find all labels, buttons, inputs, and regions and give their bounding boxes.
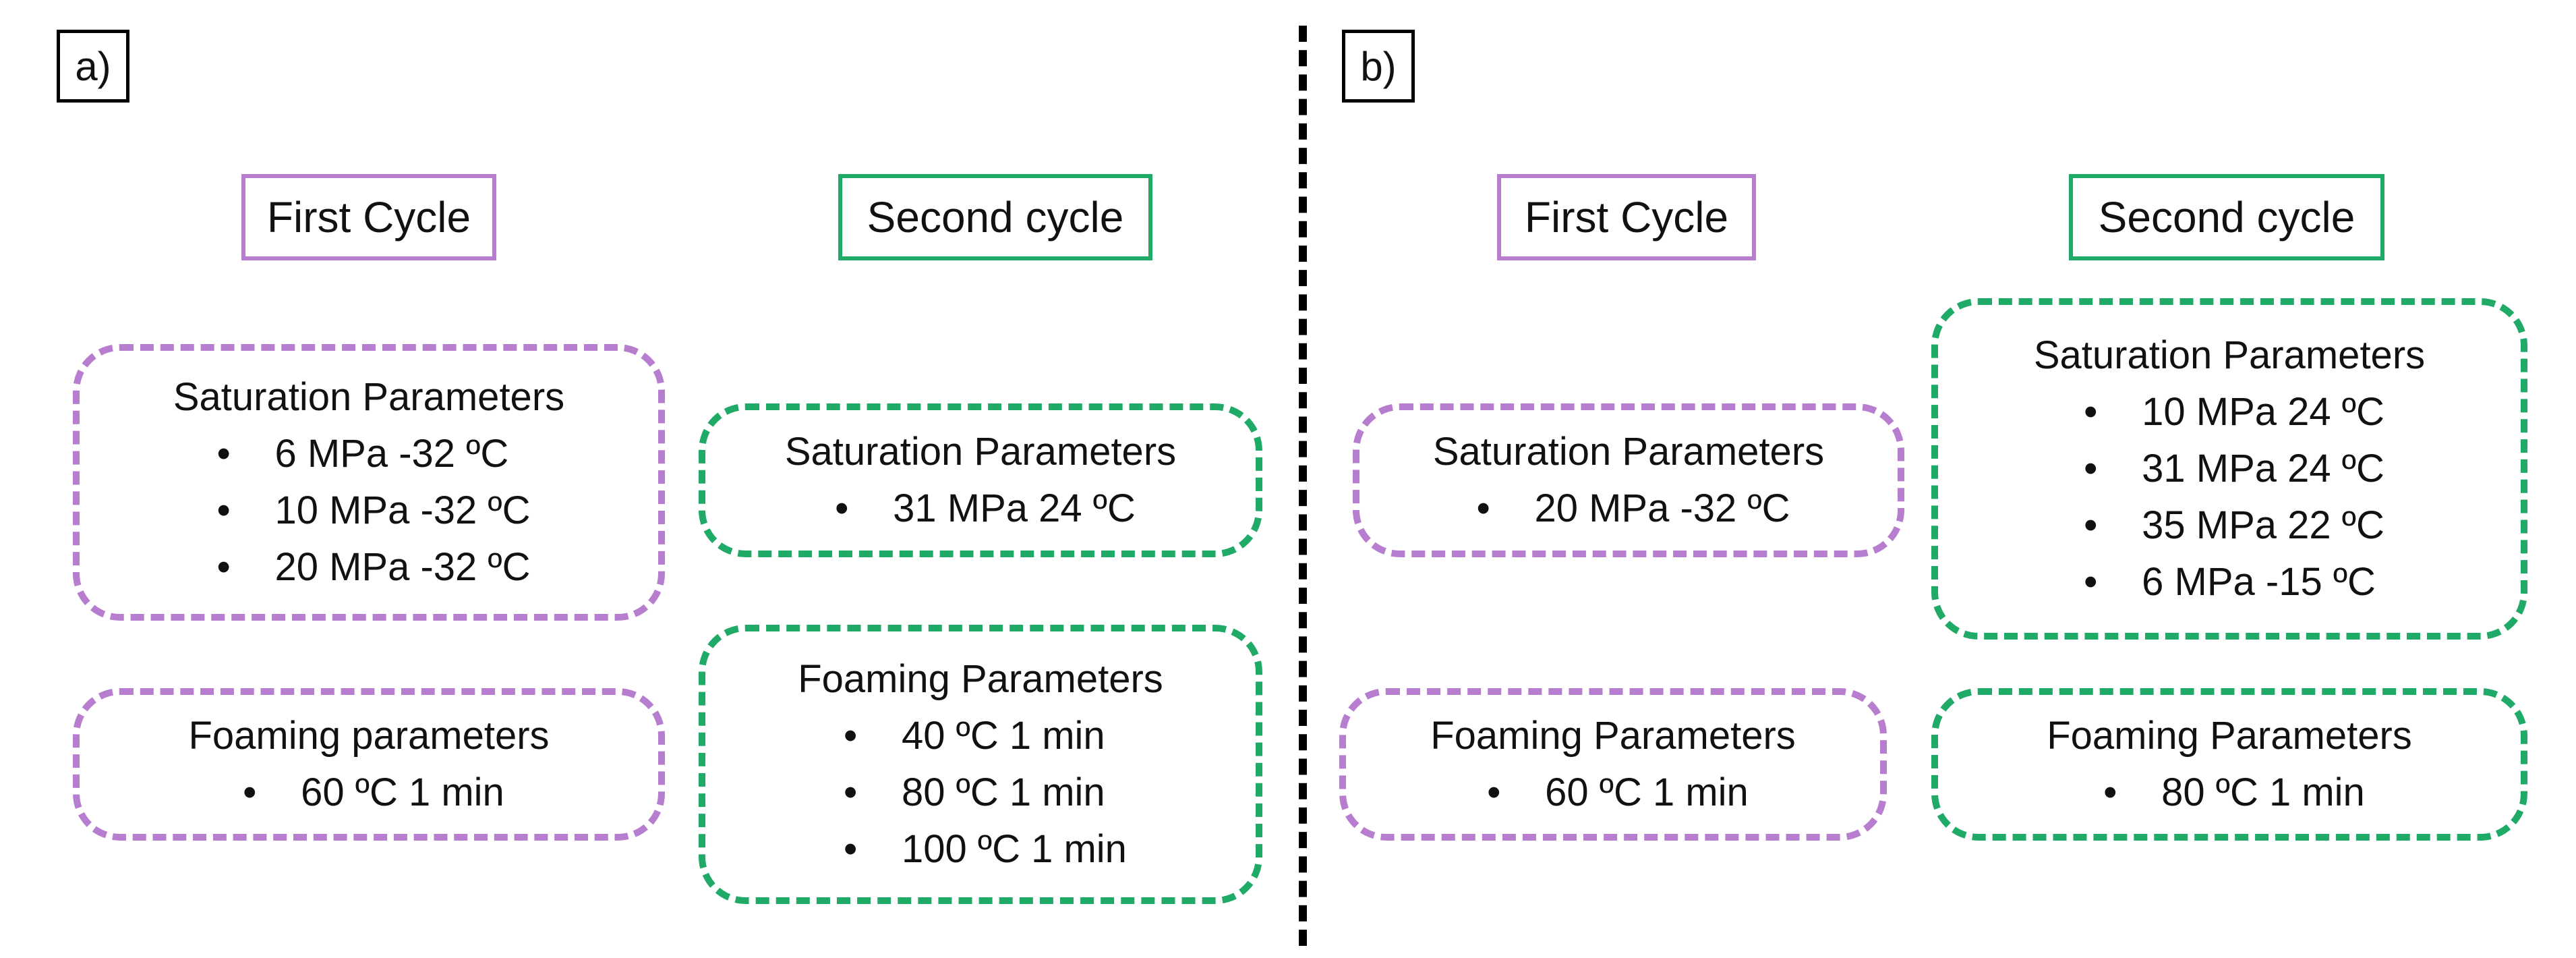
- bullet-icon: •: [216, 488, 231, 532]
- param-list-item: • 60 ºC 1 min: [233, 764, 504, 821]
- param-list-item: • 20 MPa -32 ºC: [207, 539, 530, 596]
- panel-b-first-cycle-title: First Cycle: [1497, 174, 1756, 260]
- bullet-icon: •: [844, 827, 858, 871]
- param-list: •10 MPa 24 ºC•31 MPa 24 ºC•35 MPa 22 ºC•…: [2074, 384, 2384, 611]
- bullet-icon: •: [2103, 770, 2117, 814]
- panel-a-second-foaming-box: Foaming Parameters • 40 ºC 1 min • 80 ºC 1 …: [699, 625, 1262, 904]
- box-heading: Saturation Parameters: [1432, 430, 1825, 474]
- bullet-icon: •: [1487, 770, 1501, 814]
- bullet-icon: •: [216, 545, 231, 589]
- param-value: 10 MPa 24 ºC: [2142, 390, 2384, 434]
- bullet-icon: •: [844, 714, 858, 758]
- param-value: 20 MPa -32 ºC: [274, 545, 531, 589]
- panel-divider: [1299, 26, 1307, 946]
- bullet-icon: •: [2084, 390, 2098, 434]
- param-list: • 6 MPa -32 ºC • 10 MPa -32 ºC • 20 MPa -32 º…: [207, 426, 530, 596]
- box-heading: Foaming Parameters: [2047, 714, 2412, 758]
- panel-a-label: a): [57, 30, 129, 103]
- panel-a-first-saturation-box: Saturation Parameters • 6 MPa -32 ºC • 10 M…: [73, 344, 665, 621]
- param-value: 60 ºC 1 min: [1545, 770, 1749, 814]
- param-list-item: • 31 MPa 24 ºC: [2074, 441, 2384, 497]
- panel-b-first-saturation-box: Saturation Parameters • 20 MPa -32 ºC: [1353, 403, 1904, 557]
- param-value: 100 ºC 1 min: [902, 827, 1127, 871]
- bullet-icon: •: [2084, 560, 2098, 604]
- param-list-item: • 60 ºC 1 min: [1477, 764, 1749, 821]
- param-list-item: • 40 ºC 1 min: [834, 708, 1127, 764]
- param-value: 80 ºC 1 min: [902, 770, 1105, 814]
- param-list-item: • 80 ºC 1 min: [2094, 764, 2365, 821]
- param-value: 10 MPa -32 ºC: [274, 488, 531, 532]
- param-list-item: • 20 MPa -32 ºC: [1467, 480, 1790, 537]
- param-value: 80 ºC 1 min: [2161, 770, 2365, 814]
- panel-a-second-cycle-title: Second cycle: [838, 174, 1152, 260]
- bullet-icon: •: [835, 486, 849, 530]
- param-list-item: • 31 MPa 24 ºC: [825, 480, 1136, 537]
- panel-b-label: b): [1342, 30, 1415, 103]
- box-heading: Foaming Parameters: [1430, 714, 1796, 758]
- param-list: • 60 ºC 1 min: [233, 764, 504, 821]
- param-value: 31 MPa 24 ºC: [2142, 447, 2384, 490]
- param-list: • 60 ºC 1 min: [1477, 764, 1749, 821]
- panel-b-second-saturation-box: Saturation Parameters • 10 MPa 24 ºC • 31 M…: [1931, 298, 2527, 640]
- param-list-item: • 35 MPa 22 ºC: [2074, 497, 2384, 554]
- param-list: • 31 MPa 24 ºC: [825, 480, 1136, 537]
- param-value: 35 MPa 22 ºC: [2142, 503, 2384, 547]
- box-heading: Saturation Parameters: [173, 375, 565, 419]
- param-list-item: • 10 MPa 24 ºC: [2074, 384, 2384, 441]
- bullet-icon: •: [243, 770, 257, 814]
- panel-a-second-saturation-box: Saturation Parameters • 31 MPa 24 ºC: [699, 403, 1262, 557]
- panel-a-first-cycle-title: First Cycle: [241, 174, 496, 260]
- param-value: 31 MPa 24 ºC: [893, 486, 1136, 530]
- param-list-item: • 100 ºC 1 min: [834, 821, 1127, 878]
- bullet-icon: •: [844, 770, 858, 814]
- box-heading: Saturation Parameters: [784, 430, 1177, 474]
- bullet-icon: •: [1476, 486, 1490, 530]
- bullet-icon: •: [216, 432, 231, 476]
- param-list-item: • 80 ºC 1 min: [834, 764, 1127, 821]
- bullet-icon: •: [2084, 503, 2098, 547]
- box-heading: Foaming Parameters: [798, 657, 1163, 701]
- param-list-item: • 10 MPa -32 ºC: [207, 482, 530, 539]
- param-value: 6 MPa -32 ºC: [274, 432, 509, 476]
- panel-a-first-foaming-box: Foaming parameters • 60 ºC 1 min: [73, 688, 665, 841]
- param-value: 40 ºC 1 min: [902, 714, 1105, 758]
- box-heading: Saturation Parameters: [2033, 333, 2426, 377]
- param-value: 60 ºC 1 min: [301, 770, 504, 814]
- param-list: • 80 ºC 1 min: [2094, 764, 2365, 821]
- param-value: 6 MPa -15 ºC: [2142, 560, 2376, 604]
- box-heading: Foaming parameters: [188, 714, 550, 758]
- param-list: • 40 ºC 1 min • 80 ºC 1 min • 100 ºC 1 min: [834, 708, 1127, 878]
- param-list-item: • 6 MPa -15 ºC: [2074, 554, 2384, 611]
- param-list-item: • 6 MPa -32 ºC: [207, 426, 530, 482]
- param-list: • 20 MPa -32 ºC: [1467, 480, 1790, 537]
- bullet-icon: •: [2084, 447, 2098, 490]
- panel-b-first-foaming-box: Foaming Parameters • 60 ºC 1 min: [1339, 688, 1887, 841]
- panel-b-second-foaming-box: Foaming Parameters • 80 ºC 1 min: [1931, 688, 2527, 841]
- panel-b-second-cycle-title: Second cycle: [2069, 174, 2384, 260]
- param-value: 20 MPa -32 ºC: [1534, 486, 1790, 530]
